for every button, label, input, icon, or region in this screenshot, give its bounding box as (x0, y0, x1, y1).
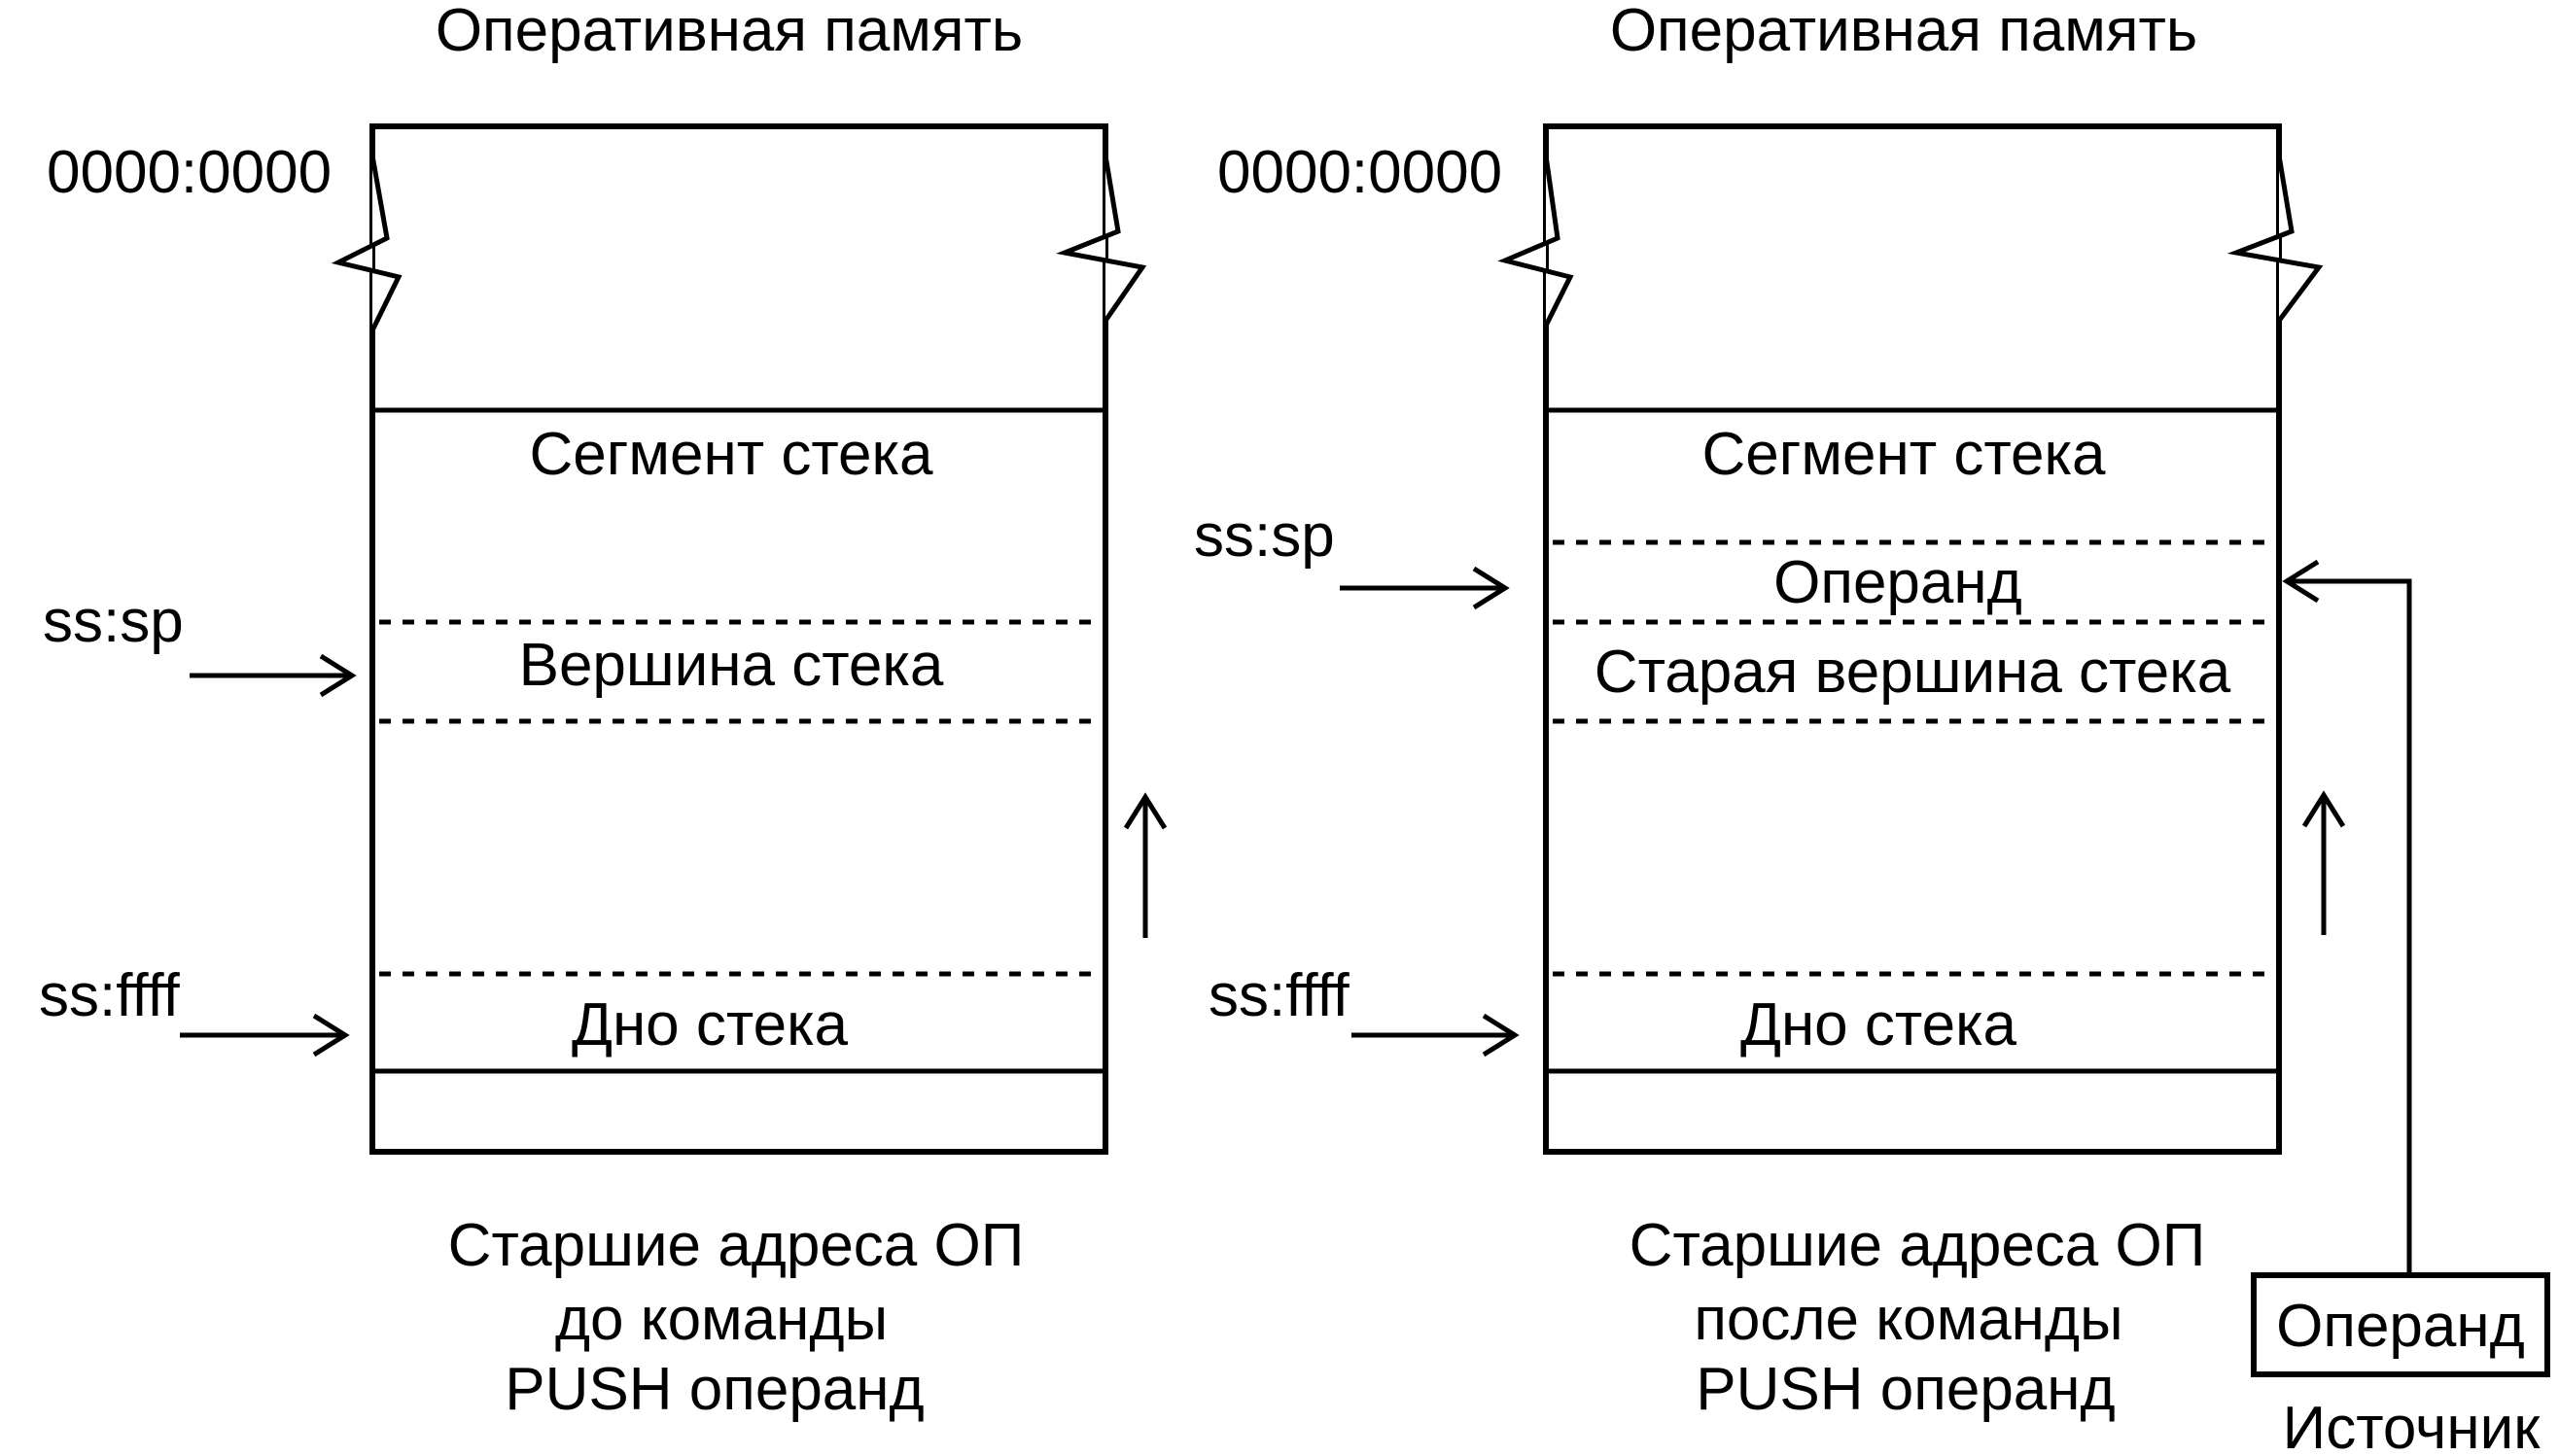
left-sp-arrow (190, 653, 357, 698)
source-connector-arrow (2282, 559, 2412, 1275)
right-sp-label: ss:sp (1194, 503, 1335, 570)
right-bottom-address: ss:ffff (1209, 962, 1350, 1029)
right-memory-column (1543, 123, 2282, 1155)
left-caption-line1: Старшие адреса ОП (448, 1212, 1025, 1279)
left-start-address: 0000:0000 (47, 139, 332, 206)
left-break-mark-right (1056, 155, 1147, 323)
source-operand-label: Операнд (2276, 1293, 2525, 1360)
left-caption-line3: PUSH операнд (505, 1356, 924, 1423)
left-bottom-address: ss:ffff (39, 962, 181, 1029)
left-break-mark-left (331, 155, 403, 332)
right-caption-line2: после команды (1694, 1286, 2122, 1353)
left-panel: Оперативная память 0000:0000 Сегмент сте… (39, 0, 1168, 1423)
left-bottom-arrow (180, 1013, 350, 1057)
right-panel: Оперативная память 0000:0000 Сегмент сте… (1194, 0, 2346, 1423)
right-caption-line1: Старшие адреса ОП (1630, 1212, 2206, 1279)
source-caption: Источник (2283, 1395, 2541, 1456)
right-operand-label: Операнд (1773, 549, 2022, 616)
left-bottom-label: Дно стека (572, 991, 849, 1058)
right-bottom-arrow (1351, 1013, 1520, 1057)
right-growth-arrow (2301, 790, 2346, 935)
left-caption-line2: до команды (555, 1286, 888, 1353)
left-top-label: Вершина стека (519, 632, 944, 699)
right-segment-label: Сегмент стека (1702, 421, 2107, 488)
left-sp-label: ss:sp (43, 588, 184, 655)
right-start-address: 0000:0000 (1217, 139, 1502, 206)
source-operand-box (2251, 1272, 2550, 1377)
right-break-mark-left (1497, 155, 1574, 328)
right-old-top-label: Старая вершина стека (1595, 639, 2231, 706)
source-operand: Операнд Источник (2251, 559, 2550, 1456)
left-title: Оперативная память (436, 0, 1023, 64)
left-segment-label: Сегмент стека (530, 421, 934, 488)
right-title: Оперативная память (1610, 0, 2197, 64)
right-bottom-label: Дно стека (1740, 991, 2017, 1058)
right-break-mark-right (2226, 155, 2324, 323)
left-growth-arrow (1123, 792, 1168, 938)
right-sp-arrow (1340, 566, 1510, 610)
right-caption-line3: PUSH операнд (1696, 1356, 2115, 1423)
left-memory-column (369, 123, 1108, 1155)
